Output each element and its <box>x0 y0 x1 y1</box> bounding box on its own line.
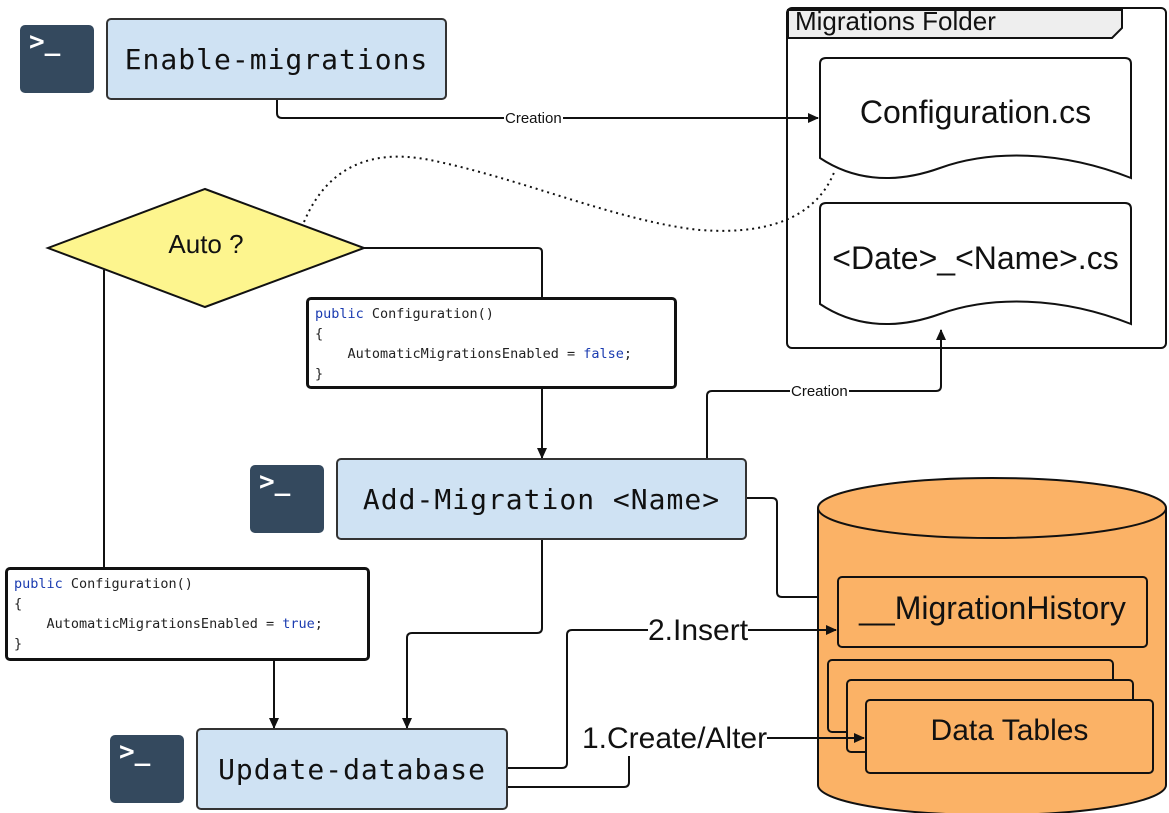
code-false-line1: public Configuration() <box>315 306 494 322</box>
data-tables-label: Data Tables <box>930 714 1089 747</box>
edge-update-to-history <box>507 625 837 769</box>
code-automatic-false: public Configuration() { AutomaticMigrati… <box>306 297 677 389</box>
edge-diamond-to-false <box>364 247 543 298</box>
code-automatic-true: public Configuration() { AutomaticMigrati… <box>5 567 370 661</box>
migration-history-label: __MigrationHistory <box>859 590 1126 626</box>
edge-label-insert: 2.Insert <box>648 614 749 648</box>
enable-migrations-command[interactable]: Enable-migrations <box>106 18 447 100</box>
terminal-icon-enable: >_ <box>20 25 94 93</box>
decision-label: Auto ? <box>168 229 244 259</box>
code-false-line2: { <box>315 326 324 342</box>
folder-title: Migrations Folder <box>795 6 996 36</box>
edge-label-creation-mid: Creation <box>790 383 849 400</box>
edge-label-create-alter: 1.Create/Alter <box>582 722 768 756</box>
code-false-line3: AutomaticMigrationsEnabled = false; <box>315 346 633 362</box>
configuration-file-shape <box>819 57 1132 180</box>
code-true-line3: AutomaticMigrationsEnabled = true; <box>14 616 323 632</box>
code-true-line2: { <box>14 596 23 612</box>
terminal-icon-update: >_ <box>110 735 184 803</box>
code-true-line1: public Configuration() <box>14 576 193 592</box>
code-true-line4: } <box>14 636 23 652</box>
migration-file-label: <Date>_<Name>.cs <box>832 240 1119 276</box>
edge-enable-to-config <box>276 99 819 123</box>
edge-add-to-history <box>746 497 837 602</box>
configuration-file-label: Configuration.cs <box>859 94 1092 130</box>
code-false-line4: } <box>315 366 324 382</box>
migration-file-shape <box>819 202 1132 326</box>
edge-label-creation-top: Creation <box>504 110 563 127</box>
data-table-stack-front <box>865 699 1154 774</box>
edge-add-to-update <box>402 539 543 729</box>
update-database-command[interactable]: Update-database <box>196 728 508 810</box>
decision-diamond <box>45 187 367 309</box>
dotted-connector <box>303 155 836 232</box>
terminal-icon-add: >_ <box>250 465 324 533</box>
add-migration-command[interactable]: Add-Migration <Name> <box>336 458 747 540</box>
history-table-shape <box>837 576 1148 648</box>
